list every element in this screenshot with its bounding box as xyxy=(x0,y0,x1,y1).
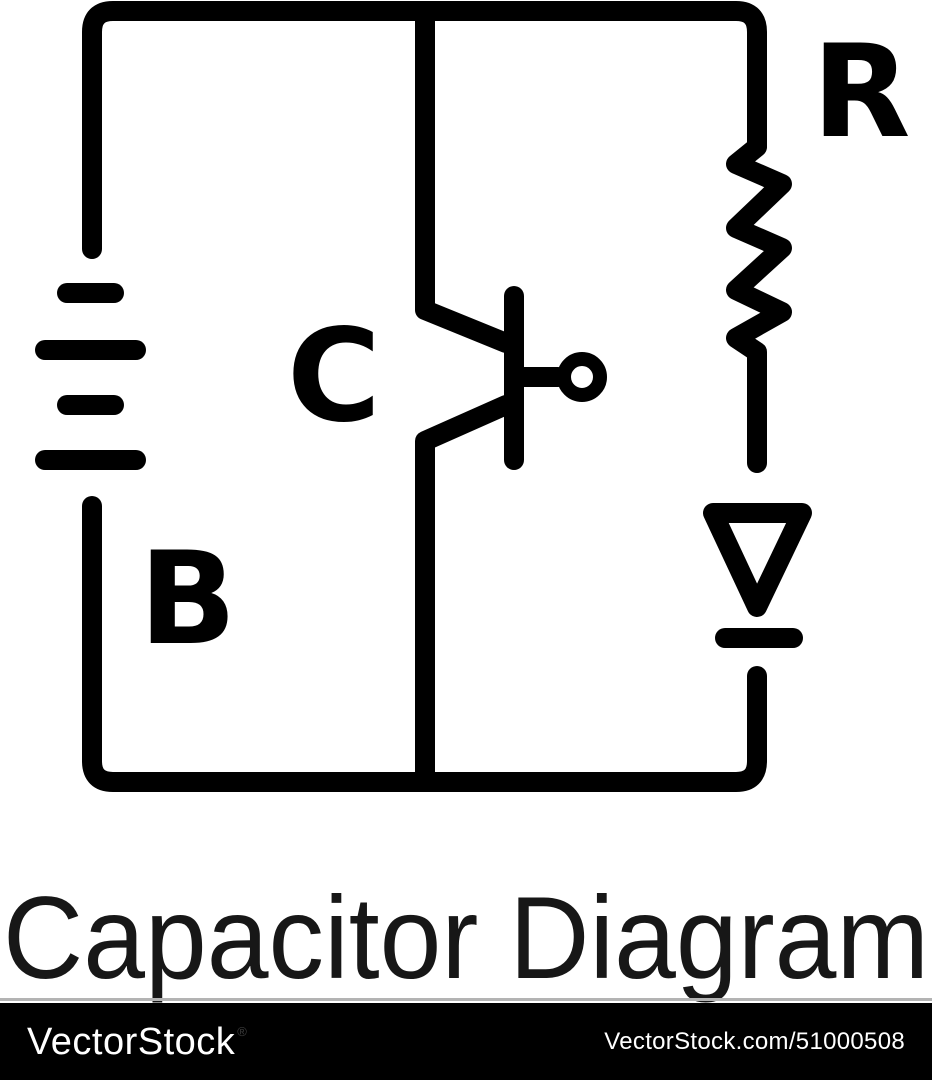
registered-trademark-icon: ® xyxy=(237,1023,248,1039)
transistor-collector-wire xyxy=(415,1,516,353)
credit-text: VectorStock.com/51000508 xyxy=(604,1027,905,1055)
brand-wordmark: VectorStock xyxy=(27,1020,236,1063)
transistor-emitter-wire xyxy=(415,395,516,791)
figure-title: Capacitor Diagram xyxy=(3,872,929,1003)
resistor-symbol xyxy=(726,137,792,473)
label-battery: B xyxy=(139,525,237,674)
circuit-wires xyxy=(35,1,812,792)
watermark-bar: VectorStock® VectorStock.com/51000508 xyxy=(0,1003,932,1080)
label-transistor: C xyxy=(287,302,381,451)
brand-text: VectorStock® xyxy=(27,1023,247,1061)
transistor-base-terminal-icon xyxy=(557,352,607,402)
label-resistor: R xyxy=(812,18,911,167)
circuit-illustration: C B R Capacitor Diagram xyxy=(0,1,932,1003)
diode-triangle xyxy=(703,503,812,617)
footer-divider xyxy=(0,998,932,1001)
